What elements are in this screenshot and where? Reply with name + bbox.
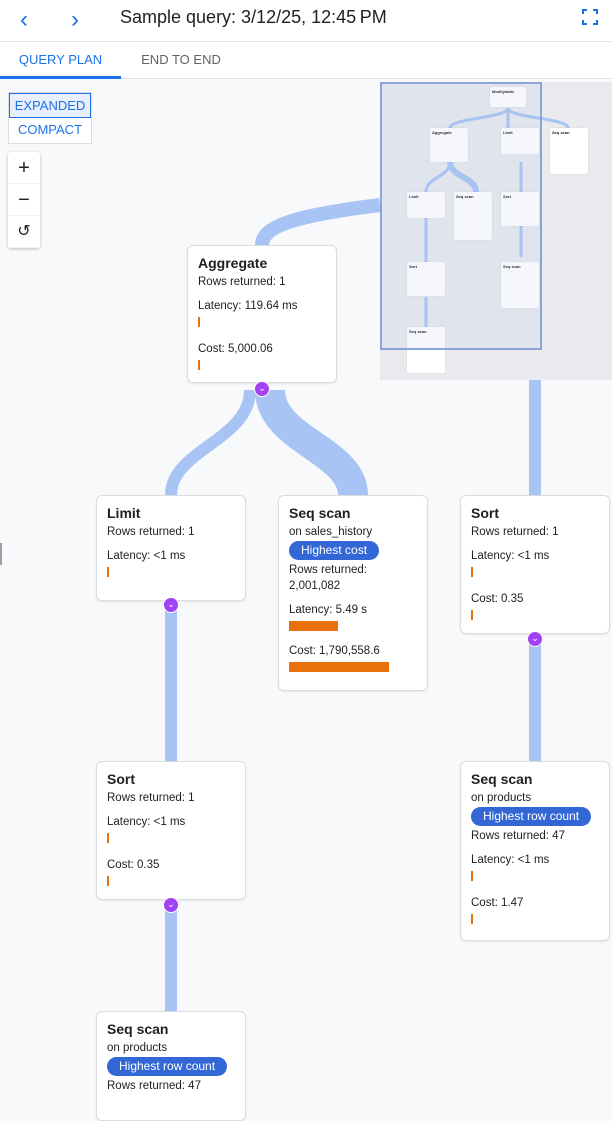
on-label: on — [289, 526, 305, 538]
plan-node-limit[interactable]: Limit Rows returned: 1 Latency: <1 ms — [96, 495, 246, 601]
tab-query-plan[interactable]: QUERY PLAN — [0, 42, 121, 79]
latency-bar — [471, 871, 473, 881]
rows-returned-value: 2,001,082 — [289, 580, 341, 592]
cost: Cost: 1.47 — [471, 897, 524, 909]
expand-chevron-icon[interactable]: ⌄ — [254, 381, 270, 397]
latency: Latency: <1 ms — [107, 816, 186, 828]
plan-node-sort-left[interactable]: Sort Rows returned: 1 Latency: <1 ms Cos… — [96, 761, 246, 900]
expand-chevron-icon[interactable]: ⌄ — [163, 897, 179, 913]
on-label: on — [107, 1042, 123, 1054]
highest-row-count-badge: Highest row count — [107, 1057, 228, 1076]
minimap[interactable]: Modifytable Aggregate Limit Seq scan Lim… — [380, 82, 612, 380]
latency-bar — [198, 317, 200, 327]
minimap-node: Seq scan — [454, 192, 492, 240]
forward-chevron-right-icon[interactable]: › — [71, 6, 79, 33]
minimap-node: Sort — [501, 192, 539, 226]
highest-row-count-badge: Highest row count — [471, 807, 592, 826]
plan-node-seq-scan-products-right[interactable]: Seq scan on products Highest row count R… — [460, 761, 610, 941]
rows-returned: Rows returned: 1 — [471, 526, 559, 538]
edge-aggregate-limit — [165, 389, 256, 496]
rows-returned: Rows returned: 1 — [107, 792, 195, 804]
plan-node-sort-right[interactable]: Sort Rows returned: 1 Latency: <1 ms Cos… — [460, 495, 610, 634]
node-title: Seq scan — [471, 771, 533, 787]
edge-aggregate-parent — [255, 198, 381, 247]
rows-returned: Rows returned: 1 — [107, 526, 195, 538]
node-title: Aggregate — [198, 255, 268, 271]
on-label: on — [471, 792, 487, 804]
table-name: products — [487, 792, 532, 804]
zoom-out-button[interactable]: − — [8, 184, 40, 216]
rows-returned: Rows returned: 1 — [198, 276, 286, 288]
latency: Latency: <1 ms — [471, 854, 550, 866]
cost-bar — [107, 876, 109, 886]
rows-returned: Rows returned: 47 — [471, 830, 565, 842]
compact-button[interactable]: COMPACT — [17, 122, 83, 137]
zoom-controls: + − ↺ — [8, 152, 40, 248]
highest-cost-badge: Highest cost — [289, 541, 380, 560]
latency-bar — [107, 833, 109, 843]
cost-bar — [289, 662, 389, 672]
cost: Cost: 1,790,558.6 — [289, 645, 380, 657]
cost-bar — [198, 360, 200, 370]
minimap-node: Modifytable — [490, 87, 526, 107]
edge-aggregate-seqscan — [255, 388, 368, 497]
node-title: Limit — [107, 505, 141, 521]
latency: Latency: <1 ms — [471, 550, 550, 562]
minimap-node: Aggregate — [430, 128, 468, 162]
minimap-node: Seq scan — [407, 327, 445, 373]
minimap-node: Seq scan — [550, 128, 588, 174]
back-chevron-left-icon[interactable]: ‹ — [20, 6, 28, 33]
reset-zoom-button[interactable]: ↺ — [8, 216, 40, 248]
expand-chevron-icon[interactable]: ⌄ — [527, 631, 543, 647]
fullscreen-icon[interactable] — [582, 9, 598, 25]
plan-node-seq-scan-sales-history[interactable]: Seq scan on sales_history Highest cost R… — [278, 495, 428, 691]
table-name: sales_history — [305, 526, 373, 538]
plan-node-seq-scan-products-bottom[interactable]: Seq scan on products Highest row count R… — [96, 1011, 246, 1121]
cost-bar — [471, 610, 473, 620]
minimap-node: Limit — [501, 128, 539, 154]
latency-bar — [471, 567, 473, 577]
node-title: Seq scan — [289, 505, 351, 521]
node-title: Sort — [107, 771, 135, 787]
tab-bar: QUERY PLAN END TO END — [0, 42, 612, 79]
scrollbar[interactable] — [0, 543, 2, 565]
table-name: products — [123, 1042, 168, 1054]
node-table: on sales_history — [289, 524, 417, 540]
node-title: Sort — [471, 505, 499, 521]
cost-bar — [471, 914, 473, 924]
view-toggle: EXPANDED COMPACT — [8, 92, 92, 144]
rows-returned: Rows returned: 47 — [107, 1080, 201, 1092]
minimap-node: Sort — [407, 262, 445, 296]
latency: Latency: <1 ms — [107, 550, 186, 562]
minimap-node: Limit — [407, 192, 445, 218]
expanded-button[interactable]: EXPANDED — [9, 93, 91, 118]
tab-end-to-end[interactable]: END TO END — [141, 52, 221, 67]
expand-chevron-icon[interactable]: ⌄ — [163, 597, 179, 613]
latency: Latency: 119.64 ms — [198, 300, 298, 312]
node-table: on products — [107, 1040, 235, 1056]
cost: Cost: 0.35 — [107, 859, 160, 871]
latency-bar — [107, 567, 109, 577]
node-title: Seq scan — [107, 1021, 169, 1037]
cost: Cost: 0.35 — [471, 593, 524, 605]
plan-node-aggregate[interactable]: Aggregate Rows returned: 1 Latency: 119.… — [187, 245, 337, 383]
node-table: on products — [471, 790, 599, 806]
header: ‹ › Sample query: 3/12/25, 12:45 PM — [0, 0, 612, 42]
rows-returned: Rows returned: — [289, 564, 367, 576]
latency: Latency: 5.49 s — [289, 604, 367, 616]
minimap-viewport[interactable] — [380, 82, 542, 350]
cost: Cost: 5,000.06 — [198, 343, 273, 355]
page-title: Sample query: 3/12/25, 12:45 PM — [120, 7, 387, 27]
latency-bar — [289, 621, 338, 631]
minimap-node: Seq scan — [501, 262, 539, 308]
zoom-in-button[interactable]: + — [8, 152, 40, 184]
